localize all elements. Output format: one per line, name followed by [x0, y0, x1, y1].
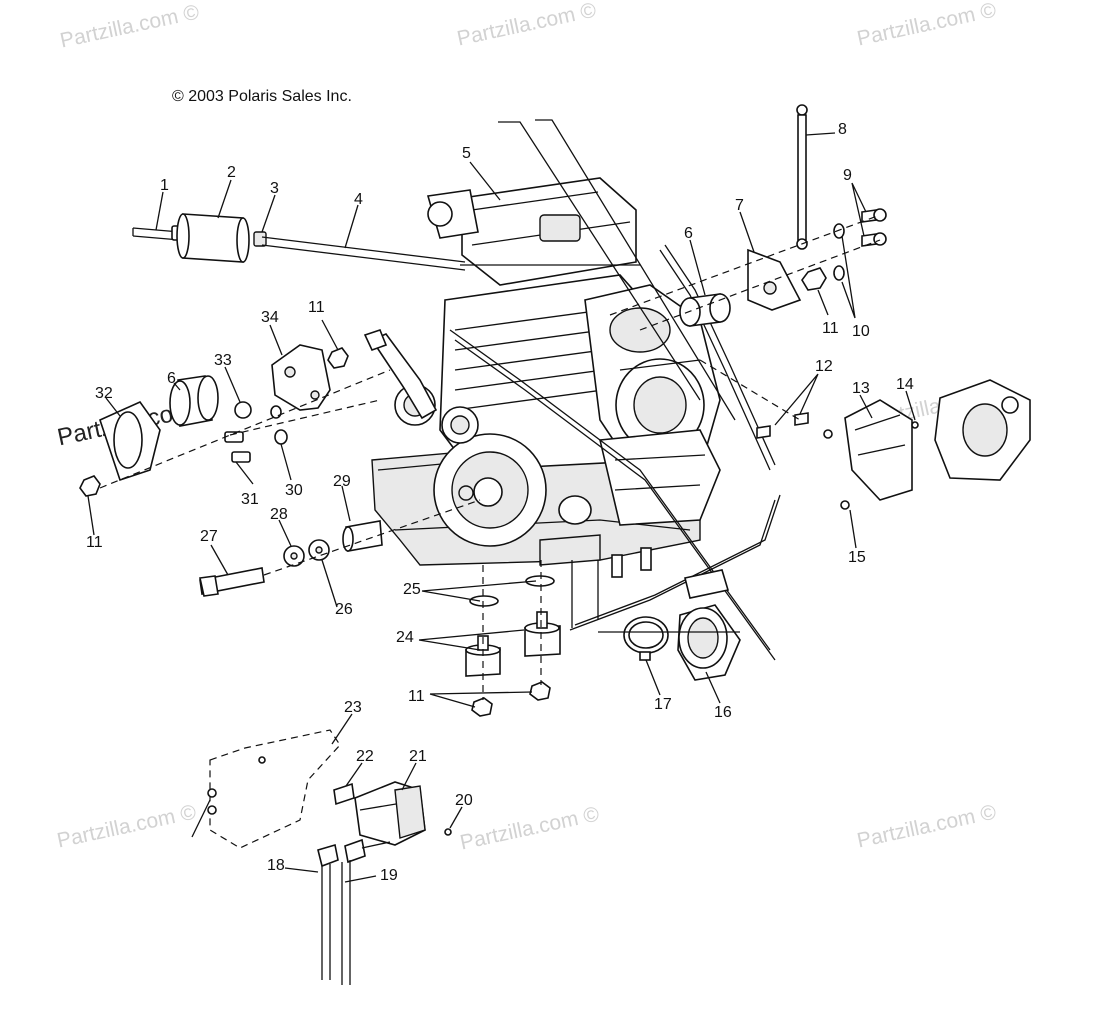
callout-24: 24 — [396, 629, 414, 646]
callout-3: 3 — [270, 180, 279, 197]
callout-30: 30 — [285, 482, 303, 499]
strap-link — [796, 104, 808, 250]
callout-22: 22 — [356, 748, 374, 765]
callout-13: 13 — [852, 380, 870, 397]
callout-9: 9 — [843, 167, 852, 184]
intake-boot — [571, 547, 741, 681]
callout-34: 34 — [261, 309, 279, 326]
leader-lines — [87, 132, 916, 883]
ignition-coil-group — [207, 729, 452, 985]
engine-assembly — [363, 177, 721, 566]
callout-28: 28 — [270, 506, 288, 523]
callout-32: 32 — [95, 385, 113, 402]
callout-6-left: 6 — [167, 370, 176, 387]
callout-27: 27 — [200, 528, 218, 545]
callout-5: 5 — [462, 145, 471, 162]
callout-1: 1 — [160, 177, 169, 194]
callout-15: 15 — [848, 549, 866, 566]
callout-33: 33 — [214, 352, 232, 369]
callout-11-bottom: 11 — [408, 688, 425, 705]
callout-10: 10 — [852, 323, 870, 340]
callout-19: 19 — [380, 867, 398, 884]
copyright-notice: © 2003 Polaris Sales Inc. — [172, 88, 352, 105]
callout-4: 4 — [354, 191, 363, 208]
callout-12: 12 — [815, 358, 833, 375]
callout-31: 31 — [241, 491, 259, 508]
callout-20: 20 — [455, 792, 473, 809]
callout-8: 8 — [838, 121, 847, 138]
cables — [449, 119, 781, 661]
lower-mounts — [465, 560, 561, 717]
callout-7: 7 — [735, 197, 744, 214]
engine-mount-bracket-right — [609, 208, 887, 331]
callout-6-right: 6 — [684, 225, 693, 242]
left-mount-stack — [79, 344, 391, 497]
callout-18: 18 — [267, 857, 285, 874]
callout-14: 14 — [896, 376, 914, 393]
callout-2: 2 — [227, 164, 236, 181]
callout-17: 17 — [654, 696, 672, 713]
callout-29: 29 — [333, 473, 351, 490]
callout-numbers: 1 2 3 4 5 6 7 8 9 10 11 12 13 14 15 16 1… — [86, 121, 914, 884]
callout-11-top: 11 — [308, 299, 325, 316]
right-cover-group — [699, 359, 1031, 510]
through-bolt — [199, 499, 481, 597]
callout-25: 25 — [403, 581, 421, 598]
callout-23: 23 — [344, 699, 362, 716]
callout-21: 21 — [409, 748, 427, 765]
callout-26: 26 — [335, 601, 353, 618]
callout-11-left: 11 — [86, 534, 103, 551]
callout-11-right: 11 — [822, 320, 839, 337]
steering-damper — [132, 213, 466, 271]
callout-16: 16 — [714, 704, 732, 721]
